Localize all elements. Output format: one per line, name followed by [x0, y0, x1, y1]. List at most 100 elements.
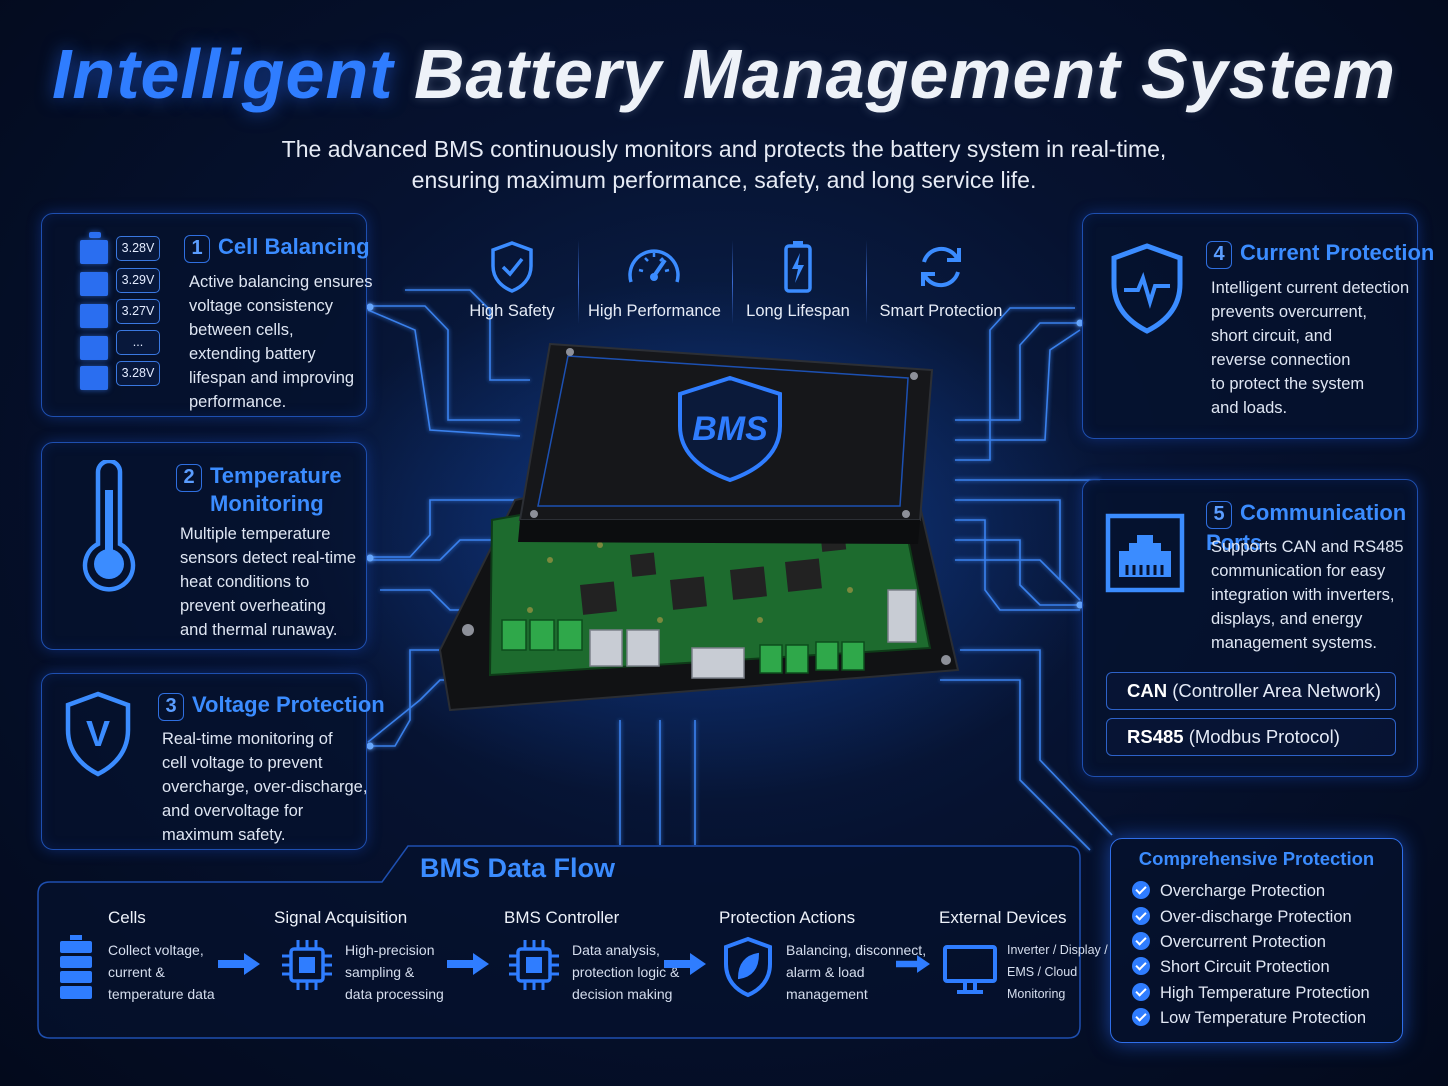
- flow-step-heading: External Devices: [939, 908, 1067, 927]
- text-line: cell voltage to prevent: [162, 754, 323, 772]
- feature-divider: [578, 240, 579, 324]
- flow-step-text: Balancing, disconnect, alarm & load mana…: [786, 939, 926, 1005]
- flow-step-heading: Protection Actions: [719, 908, 856, 927]
- flow-step-text: Inverter / Display / EMS / Cloud Monitor…: [1007, 939, 1108, 1005]
- arrow-right-icon: [664, 953, 706, 975]
- feature-long-lifespan: Long Lifespan: [742, 240, 854, 321]
- text-line: Real-time monitoring of: [162, 730, 333, 748]
- text-line: short circuit, and: [1211, 327, 1333, 345]
- port-name: RS485: [1127, 726, 1184, 747]
- protection-label: Low Temperature Protection: [1160, 1009, 1367, 1027]
- arrow-right-icon: [447, 953, 489, 975]
- feature-high-performance: High Performance: [588, 240, 721, 321]
- feature-divider: [732, 240, 733, 324]
- feature-label: Long Lifespan: [746, 302, 850, 320]
- text-line: Active balancing ensures: [189, 273, 373, 291]
- refresh-icon: [921, 246, 961, 288]
- panel-title: Communication Ports: [1206, 500, 1407, 555]
- bms-device: BMS: [438, 342, 960, 712]
- protection-item: Low Temperature Protection: [1132, 1008, 1366, 1028]
- panel-title: Current Protection: [1240, 240, 1435, 265]
- feature-label: Smart Protection: [879, 302, 1003, 320]
- voltage-panel: [41, 673, 367, 850]
- protection-label: Short Circuit Protection: [1160, 958, 1330, 976]
- panel-title: Cell Balancing: [218, 234, 370, 259]
- data-flow-title: BMS Data Flow: [420, 853, 616, 883]
- text-line: data processing: [345, 986, 444, 1002]
- panel-number: 1: [184, 235, 210, 263]
- flow-step-text: High-precision sampling & data processin…: [345, 939, 444, 1005]
- panel-title-line2: Monitoring: [210, 491, 324, 516]
- port-desc: (Modbus Protocol): [1188, 726, 1340, 747]
- text-line: Data analysis,: [572, 942, 660, 958]
- shield-pulse-icon: [1111, 243, 1183, 334]
- speedometer-icon: [628, 249, 680, 283]
- panel-text: Intelligent current detection prevents o…: [1211, 276, 1409, 420]
- subtitle-line: ensuring maximum performance, safety, an…: [411, 167, 1037, 193]
- protection-label: Overcharge Protection: [1160, 882, 1326, 900]
- text-line: current &: [108, 964, 165, 980]
- port-can: CAN (Controller Area Network): [1106, 672, 1396, 710]
- text-line: sampling &: [345, 964, 415, 980]
- text-line: Multiple temperature: [180, 525, 331, 543]
- text-line: protection logic &: [572, 964, 680, 980]
- text-line: maximum safety.: [162, 826, 286, 844]
- check-icon: [1132, 957, 1150, 975]
- cell-voltage: 3.28V: [116, 236, 160, 261]
- panel-text: Multiple temperature sensors detect real…: [180, 522, 356, 642]
- cell-voltage: ...: [116, 330, 160, 355]
- panel-title: Temperature: [210, 463, 342, 488]
- text-line: and overvoltage for: [162, 802, 304, 820]
- shield-check-icon: [491, 241, 533, 293]
- protection-label: Over-discharge Protection: [1160, 908, 1352, 926]
- panel-text: Active balancing ensures voltage consist…: [189, 270, 372, 414]
- feature-label: High Safety: [469, 302, 555, 320]
- text-line: overcharge, over-discharge,: [162, 778, 368, 796]
- text-line: sensors detect real-time: [180, 549, 357, 567]
- panel-title: Voltage Protection: [192, 692, 385, 717]
- flow-step-text: Collect voltage, current & temperature d…: [108, 939, 215, 1005]
- cell-voltage: 3.28V: [116, 361, 160, 386]
- feature-smart-protection: Smart Protection: [876, 240, 1006, 321]
- text-line: prevents overcurrent,: [1211, 303, 1367, 321]
- text-line: alarm & load: [786, 964, 865, 980]
- protection-item: Over-discharge Protection: [1132, 907, 1352, 927]
- text-line: to protect the system: [1211, 375, 1365, 393]
- text-line: management: [786, 986, 868, 1002]
- text-line: prevent overheating: [180, 597, 326, 615]
- ethernet-port-icon: [1105, 513, 1185, 593]
- text-line: decision making: [572, 986, 673, 1002]
- cell-voltage: 3.29V: [116, 268, 160, 293]
- panel-number: 4: [1206, 241, 1232, 269]
- feature-divider: [866, 240, 867, 324]
- check-icon: [1132, 983, 1150, 1001]
- comprehensive-protection-panel: [1110, 838, 1403, 1043]
- text-line: performance.: [189, 393, 287, 411]
- panel-text: Real-time monitoring of cell voltage to …: [162, 727, 367, 847]
- text-line: Supports CAN and RS485: [1211, 538, 1404, 556]
- port-rs485: RS485 (Modbus Protocol): [1106, 718, 1396, 756]
- text-line: Monitoring: [1007, 987, 1066, 1001]
- text-line: displays, and energy: [1211, 610, 1363, 628]
- check-icon: [1132, 881, 1150, 899]
- text-line: Inverter / Display /: [1007, 943, 1108, 957]
- text-line: temperature data: [108, 986, 215, 1002]
- thermometer-icon: [82, 460, 136, 592]
- flow-step-heading: BMS Controller: [504, 908, 620, 927]
- text-line: reverse connection: [1211, 351, 1351, 369]
- text-line: communication for easy: [1211, 562, 1386, 580]
- protection-item: Overcharge Protection: [1132, 881, 1325, 901]
- text-line: voltage consistency: [189, 297, 333, 315]
- text-line: between cells,: [189, 321, 294, 339]
- flow-step-heading: Cells: [108, 908, 146, 927]
- arrow-right-icon: [218, 953, 260, 975]
- feature-label: High Performance: [588, 302, 721, 320]
- cell-voltage: 3.27V: [116, 299, 160, 324]
- shield-v-icon: V: [62, 690, 134, 778]
- protection-label: High Temperature Protection: [1160, 984, 1370, 1002]
- protection-label: Overcurrent Protection: [1160, 933, 1326, 951]
- text-line: management systems.: [1211, 634, 1377, 652]
